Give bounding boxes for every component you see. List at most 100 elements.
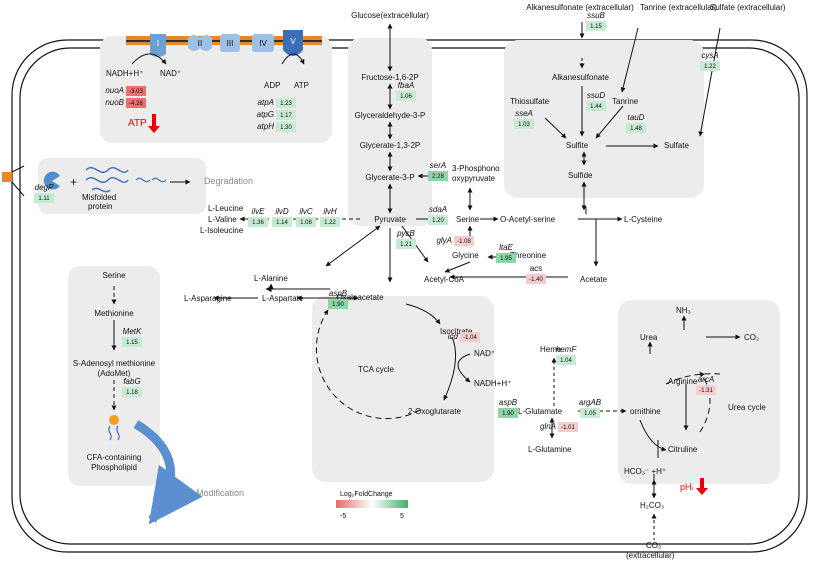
lvaline-label: L-Valine [208,215,237,224]
co2-ext-label-2: (extracellular) [626,551,675,560]
gene-name: ilvC [299,207,313,216]
nad-label: NAD⁺ [160,69,181,78]
gene-name: icd [448,332,459,341]
gene-arcA: arcA-1.31 [696,375,716,395]
modification-arrow-icon [133,420,203,525]
gene-acs: acs-1.40 [526,264,546,284]
gene-name: pycB [396,229,415,238]
fold-change-badge [700,61,720,71]
gene-name: degP [35,183,54,192]
gene-name: argAB [579,398,602,407]
nadh-tca-label: NADH+H⁺ [474,379,511,388]
fold-change-value: 1.15 [590,24,602,30]
gene-name: sdaA [429,205,447,214]
lipid-head-icon [109,415,119,425]
fold-change-value: 1.06 [400,94,412,100]
fold-change-value: 1.08 [300,220,312,226]
tca-label: TCA cycle [358,365,395,374]
hco3-label: HCO₃⁻ +H⁺ [624,467,666,476]
alkanesulfonate-ext-label: Alkanesulfonate (extracellular) [526,3,634,12]
fold-change-value: 1.95 [500,256,512,262]
threonine-label: Threonine [510,251,547,260]
phi-label: pHᵢ [680,482,693,492]
fold-change-badge [496,253,516,263]
gene-name: glyA [436,236,452,245]
h2co3-label: H₂CO₃ [640,501,664,510]
fold-change-badge [626,123,646,133]
phosphooxy-label-1: 3-Phosphono [452,164,500,173]
lalanine-label: L-Alanine [254,274,288,283]
oxoglutarate-label: 2-Oxoglutarate [408,407,461,416]
ornithine-label: ornithine [630,407,661,416]
cfa-label-2: Phospholipid [91,463,137,472]
thiosulfate-label: Thiosulfate [510,97,550,106]
serine-label: Serine [456,215,480,224]
nad-tca-label: NAD⁺ [474,349,495,358]
fold-change-badge [248,217,268,227]
acetylcoa-label: Acetyl-CoA [424,275,465,284]
fold-change-value: 1.23 [280,101,292,107]
fold-change-badge [396,91,416,101]
legend-gradient-bar [336,500,408,508]
complex-ii-icon [188,35,212,51]
misfolded-label-1: Misfolded [82,193,116,202]
gene-icd: icd -1.04 [448,332,480,342]
complex-v-label: V [290,37,296,46]
fold-change-badge [272,217,292,227]
tanrine-label: Tanrine [612,97,639,106]
atp-down-arrow-icon [148,114,160,133]
legend-title: Log₂FoldChange [340,491,393,498]
complex-i-label: I [157,39,159,48]
gene-name: fabG [123,377,140,386]
co2-urea-label: CO₂ [744,333,759,342]
gene-name: sseA [515,109,533,118]
lasparagine-label: L-Asparagine [184,294,232,303]
fold-change-badge [580,408,600,418]
sulfite-label: Sulfite [566,141,589,150]
gene-name: arcA [698,375,714,384]
arginine-label: Arginine [668,377,698,386]
fold-change-badge [34,193,54,203]
gene-glyA: glyA -1.08 [436,236,474,246]
gene-name: atpH [257,122,274,131]
gene-name: aspB [499,398,518,407]
misfolded-protein-icon [85,167,129,193]
gene-name: nuoA [105,86,124,95]
fold-change-badge [276,122,296,132]
lglutamine-label: L-Glutamine [528,445,572,454]
modification-label: Modification [196,488,244,498]
fold-change-badge [276,110,296,120]
fold-change-badge [122,387,142,397]
lisoleucine-label: L-Isoleucine [200,226,244,235]
plus-label: + [70,175,77,189]
gene-name: atpA [258,98,274,107]
gene-name: MetK [123,327,142,336]
fold-change-value: -1.08 [457,239,471,245]
nadh-label: NADH+H⁺ [106,69,143,78]
isocitrate-label: Isocitrate [440,327,473,336]
fold-change-value: -1.04 [463,335,477,341]
fold-change-value: 1.04 [560,358,572,364]
gene-nuoA: nuoA-3.03 [105,86,146,96]
fold-change-value: 2.28 [432,174,444,180]
tanrine-ext-label: Tanrine (extracellular) [640,3,717,12]
g13p-label: Glycerate-1,3-2P [360,141,420,150]
fold-change-value: 1.03 [518,122,530,128]
glycine-label: Glycine [452,251,479,260]
atp-down-label: ATP [128,118,147,129]
degradation-panel [38,158,206,214]
degradation-label: Degradation [204,176,253,186]
